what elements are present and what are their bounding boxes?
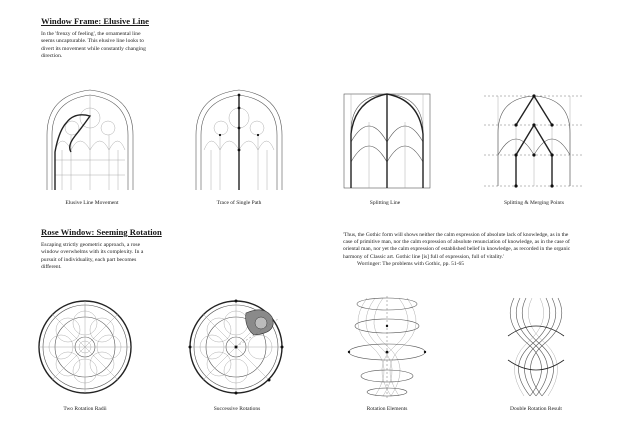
caption-elusive-line: Elusive Line Movement bbox=[65, 200, 119, 206]
caption-successive-rotations: Successive Rotations bbox=[213, 406, 261, 412]
successive-rotations-figure bbox=[188, 299, 284, 395]
splitting-merging-points-figure bbox=[484, 94, 584, 188]
elusive-line-movement-figure bbox=[46, 89, 134, 190]
rose-window-description: Escaping strictly geometric approach, a … bbox=[41, 242, 144, 270]
quote-text: 'Thus, the Gothic form will shows neithe… bbox=[343, 232, 571, 260]
gothic-quote: 'Thus, the Gothic form will shows neithe… bbox=[343, 232, 575, 268]
two-rotation-radii-figure bbox=[38, 300, 132, 394]
rose-window-title: Rose Window: Seeming Rotation bbox=[41, 227, 162, 237]
trace-single-path-figure bbox=[195, 89, 283, 190]
splitting-line-figure bbox=[343, 93, 431, 189]
caption-trace-path: Trace of Single Path bbox=[216, 200, 262, 206]
quote-source: Worringer: The problems with Gothic, pp.… bbox=[357, 260, 464, 267]
caption-two-rotation-radii: Two Rotation Radii bbox=[63, 406, 107, 412]
double-rotation-result-figure bbox=[507, 297, 565, 397]
window-frame-description: In the 'frenzy of feeling', the ornament… bbox=[41, 31, 146, 59]
caption-splitting-line: Splitting Line bbox=[369, 200, 401, 206]
caption-splitting-merging: Splitting & Merging Points bbox=[504, 200, 564, 206]
window-frame-title: Window Frame: Elusive Line bbox=[41, 16, 149, 26]
caption-rotation-elements: Rotation Elements bbox=[366, 406, 408, 412]
caption-double-rotation: Double Rotation Result bbox=[510, 406, 562, 412]
rotation-elements-figure bbox=[347, 296, 427, 398]
